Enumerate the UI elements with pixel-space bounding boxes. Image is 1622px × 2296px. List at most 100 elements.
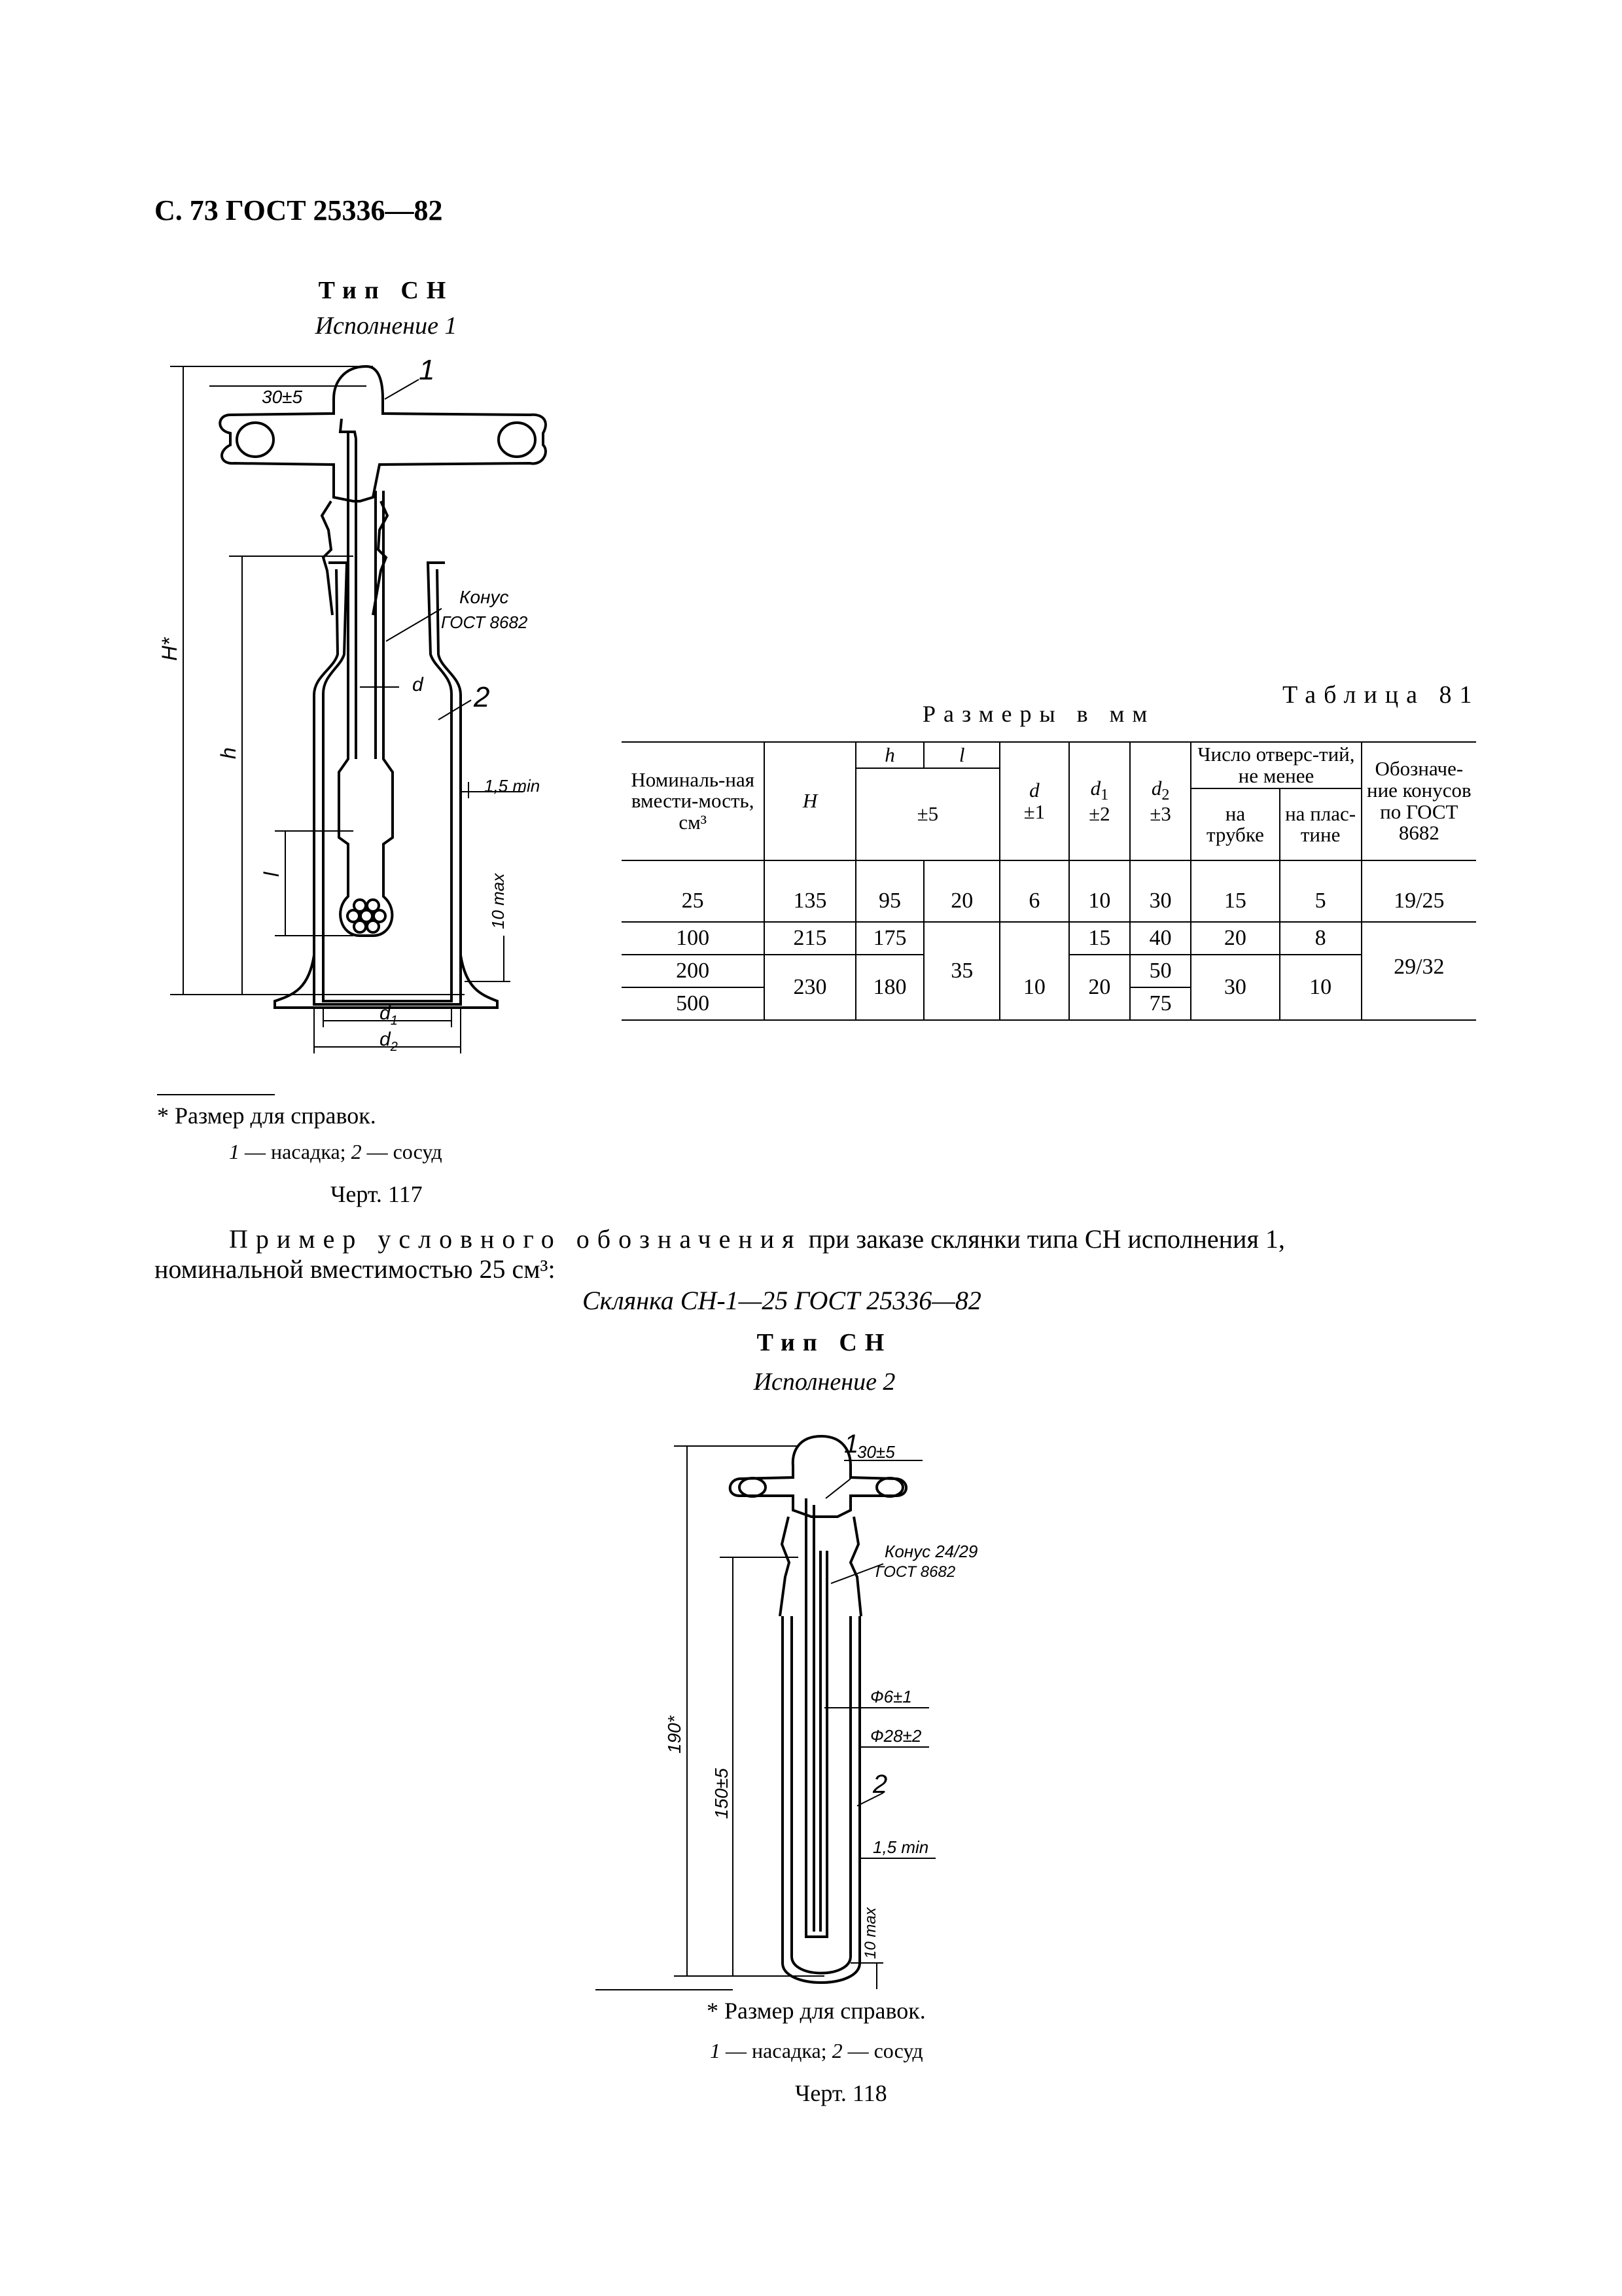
table81-subtitle: Размеры в мм: [923, 700, 1155, 728]
figure117-type-title-text: Тип СН: [318, 277, 454, 304]
fig117-dim-d1-letter: d: [379, 1002, 391, 1024]
cell-H: 230: [764, 954, 856, 1021]
table81-spacer: [999, 860, 1070, 881]
table81-title: Таблица 81: [1282, 680, 1480, 709]
fig118-dim-150: 150±5: [711, 1768, 732, 1819]
fig117-part2: 2: [473, 681, 489, 713]
table81-spacer: [1360, 860, 1476, 881]
fig118-cone: Конус 24/29: [885, 1542, 978, 1561]
cell-h: 175: [855, 921, 925, 956]
cell-d2: 75: [1129, 987, 1192, 1021]
example-designation: Склянка СН-1—25 ГОСТ 25336—82: [582, 1286, 981, 1315]
th-h: h: [855, 741, 925, 769]
example-line1: Пример условного обозначения при заказе …: [229, 1224, 1479, 1254]
fig117-dim-H: H*: [158, 637, 181, 661]
cell-nominal: 25: [622, 880, 766, 923]
cell-l: 35: [923, 921, 1001, 1021]
fig118-dim-30: 30±5: [857, 1442, 895, 1462]
example-lead: Пример условного обозначения: [229, 1224, 802, 1254]
fig117-dim-d2-letter: d: [379, 1029, 391, 1050]
fig117-dim-d1: d1: [379, 1002, 398, 1028]
figure118-legend-1: 1: [710, 2039, 720, 2062]
figure118-legend-2: 2: [832, 2039, 843, 2062]
th-on-plate: на плас-тине: [1278, 788, 1362, 862]
th-d2: d2±3: [1129, 741, 1192, 862]
table81-spacer: [1068, 860, 1131, 881]
th-nominal: Номиналь-ная вмести-мость, см³: [622, 741, 766, 862]
figure117-caption: Черт. 117: [330, 1181, 423, 1207]
cell-d1: 10: [1068, 880, 1131, 923]
figure118-footnote: * Размер для справок.: [707, 1998, 926, 2024]
figure117-legend: 1 — насадка; 2 — сосуд: [229, 1140, 442, 1164]
fig117-dim-d2-sub: 2: [390, 1040, 398, 1054]
th-holes: Число отверс-тий, не менее: [1190, 741, 1362, 790]
fig117-dim-l: l: [260, 872, 283, 877]
cell-plate: 8: [1278, 921, 1362, 956]
table-row: 100 215 175 35 15 40 20 8 29/32: [622, 921, 1476, 1021]
cell-h: 180: [855, 954, 925, 1021]
figure117-drawing: 30±5 1 2 H* h l d d1 d2 Конус ГОСТ 8682 …: [158, 354, 547, 1054]
cell-cone: 19/25: [1360, 880, 1476, 923]
cell-d: 6: [999, 880, 1070, 923]
table81-subtitle-text: Размеры в мм: [923, 701, 1155, 727]
th-d1-tol: ±2: [1089, 802, 1110, 825]
cell-h: 95: [855, 880, 925, 923]
figure117-legend-1: 1: [229, 1140, 239, 1163]
figure118-type-title: Тип СН: [687, 1328, 962, 1357]
table81-title-text: Таблица 81: [1282, 681, 1480, 709]
figure118-type-title-text: Тип СН: [756, 1329, 892, 1356]
table81-spacer: [1190, 860, 1280, 881]
figure117-legend-1-text: — насадка;: [239, 1140, 351, 1163]
figure117-footnote-rule: [157, 1094, 275, 1095]
cell-H: 215: [764, 921, 856, 956]
fig118-dim-190: 190*: [664, 1715, 684, 1754]
th-d-letter: d: [1029, 779, 1040, 802]
fig118-part1: 1: [844, 1430, 858, 1458]
table-row: 200 230 180 10 20 50 30 10: [622, 954, 1476, 1021]
cell-d: 10: [999, 955, 1070, 1021]
figure118-variant: Исполнение 2: [753, 1368, 896, 1396]
fig118-cone-std: ГОСТ 8682: [875, 1563, 955, 1581]
table81-spacer: [764, 860, 856, 881]
cell-d2: 50: [1129, 954, 1192, 989]
th-d1-sub: 1: [1101, 786, 1109, 804]
cell-tube: 20: [1190, 921, 1280, 956]
table-row: 25 135 95 20 6 10 30 15 5 19/25: [622, 880, 1476, 923]
figure117-legend-2: 2: [351, 1140, 362, 1163]
table81: Номиналь-ная вмести-мость, см³ H h l d±1…: [622, 741, 1476, 1021]
figure118-legend-2-text: — сосуд: [842, 2039, 923, 2062]
fig117-cone-std: ГОСТ 8682: [441, 612, 528, 632]
figure117-legend-2-text: — сосуд: [361, 1140, 442, 1163]
fig117-dim-d1-sub: 1: [391, 1014, 398, 1028]
th-d1-letter: d: [1090, 776, 1101, 800]
cell-d: [999, 921, 1070, 955]
th-on-tube: на трубке: [1190, 788, 1280, 862]
th-d2-letter: d: [1151, 776, 1162, 800]
cell-d1: 15: [1068, 921, 1131, 956]
fig117-dim-d: d: [412, 674, 424, 696]
cell-d2: 40: [1129, 921, 1192, 956]
fig118-phi28: Ф28±2: [870, 1726, 922, 1746]
figure117-type-title: Тип СН: [249, 276, 523, 305]
cell-cone: 29/32: [1360, 921, 1476, 1021]
figure118-caption: Черт. 118: [795, 2080, 887, 2106]
fig118-part2: 2: [872, 1770, 887, 1799]
page-header: С. 73 ГОСТ 25336—82: [154, 194, 443, 226]
fig117-wall: 1,5 min: [484, 776, 540, 796]
table81-spacer: [923, 860, 1001, 881]
figure118-legend-1-text: — насадка;: [720, 2039, 832, 2062]
th-d-tol: ±1: [1023, 800, 1046, 823]
cell-H: 135: [764, 880, 856, 923]
cell-tube: 15: [1190, 880, 1280, 923]
fig117-dim-d2: d2: [379, 1029, 398, 1054]
th-d: d±1: [999, 741, 1070, 862]
cell-nominal: 500: [622, 987, 766, 1021]
cell-plate: 5: [1278, 880, 1362, 923]
th-d2-tol: ±3: [1150, 802, 1171, 825]
th-tol-hl: ±5: [855, 767, 1001, 862]
example-line2: номинальной вместимостью 25 см³:: [154, 1254, 555, 1284]
th-d1: d1±2: [1068, 741, 1131, 862]
table-row: 500 75: [622, 987, 1476, 1021]
cell-plate: 10: [1278, 954, 1362, 1021]
table81-spacer: [855, 860, 925, 881]
